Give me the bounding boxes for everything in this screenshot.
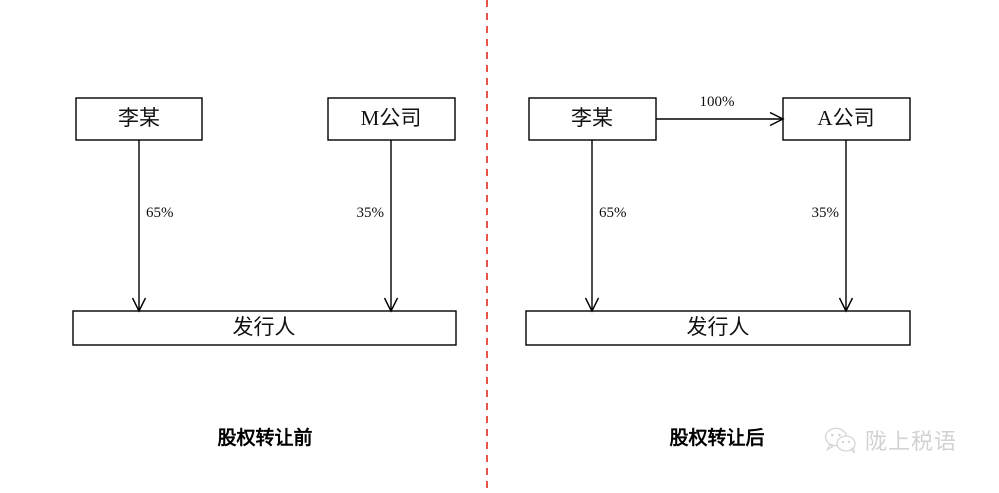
edge-label-35-percent-before: 35% <box>357 205 385 221</box>
arrowhead-right-li-to-a-company <box>769 111 785 127</box>
node-box-issuer-before <box>72 310 457 346</box>
edge-li-to-issuer-before: 65% <box>131 140 174 313</box>
caption-before: 股权转让前 <box>217 426 312 449</box>
node-box-m-company <box>327 97 456 141</box>
edge-label-65-percent-before: 65% <box>146 205 174 221</box>
caption-after: 股权转让后 <box>669 426 764 449</box>
edge-label-100-percent: 100% <box>700 94 735 110</box>
node-issuer-before[interactable]: 发行人 <box>72 310 457 346</box>
panel-before: 李某 M公司 发行人 65% 35% <box>72 97 457 449</box>
edge-label-35-percent-after: 35% <box>812 205 840 221</box>
node-label-li-mou: 李某 <box>118 106 160 130</box>
node-issuer-after[interactable]: 发行人 <box>525 310 911 346</box>
arrowhead-down-li-to-issuer-after <box>584 297 600 313</box>
arrowhead-down-a-to-issuer-after <box>838 297 854 313</box>
node-m-company[interactable]: M公司 <box>327 97 456 141</box>
node-label-issuer-before: 发行人 <box>233 315 296 339</box>
edge-label-65-percent-after: 65% <box>599 205 627 221</box>
node-a-company[interactable]: A公司 <box>782 97 911 141</box>
node-box-issuer-after <box>525 310 911 346</box>
arrowhead-down-li-to-issuer-before <box>131 297 147 313</box>
arrowhead-down-m-to-issuer-before <box>383 297 399 313</box>
edge-li-to-a-company: 100% <box>656 94 785 127</box>
node-label-li-mou-after: 李某 <box>571 106 613 130</box>
panel-after: 李某 A公司 发行人 100% 65% <box>525 94 911 449</box>
edge-m-to-issuer-before: 35% <box>357 140 399 313</box>
node-label-a-company: A公司 <box>817 106 874 130</box>
node-li-mou-after[interactable]: 李某 <box>528 97 657 141</box>
node-li-mou[interactable]: 李某 <box>75 97 203 141</box>
node-label-m-company: M公司 <box>361 106 422 130</box>
edge-li-to-issuer-after: 65% <box>584 140 627 313</box>
node-label-issuer-after: 发行人 <box>687 315 750 339</box>
edge-a-to-issuer-after: 35% <box>812 140 854 313</box>
